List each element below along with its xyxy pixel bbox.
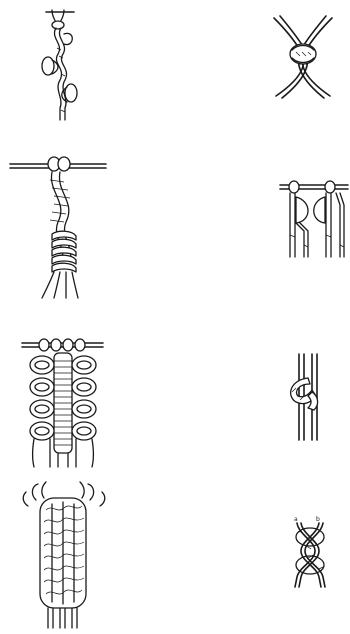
picot-sinnet-icon	[20, 335, 105, 470]
crossed-cords-knot-icon	[268, 14, 338, 99]
half-hitch-sinnet-icon	[30, 8, 90, 123]
figure-eight-knot-icon: a b	[285, 515, 345, 590]
lark-head-knots-icon	[278, 175, 350, 260]
label-a: a	[294, 516, 298, 523]
woven-sinnet-icon	[22, 482, 107, 632]
label-b: b	[316, 516, 320, 523]
spiral-sinnet-icon	[8, 152, 108, 302]
single-hitch-icon	[282, 352, 332, 442]
